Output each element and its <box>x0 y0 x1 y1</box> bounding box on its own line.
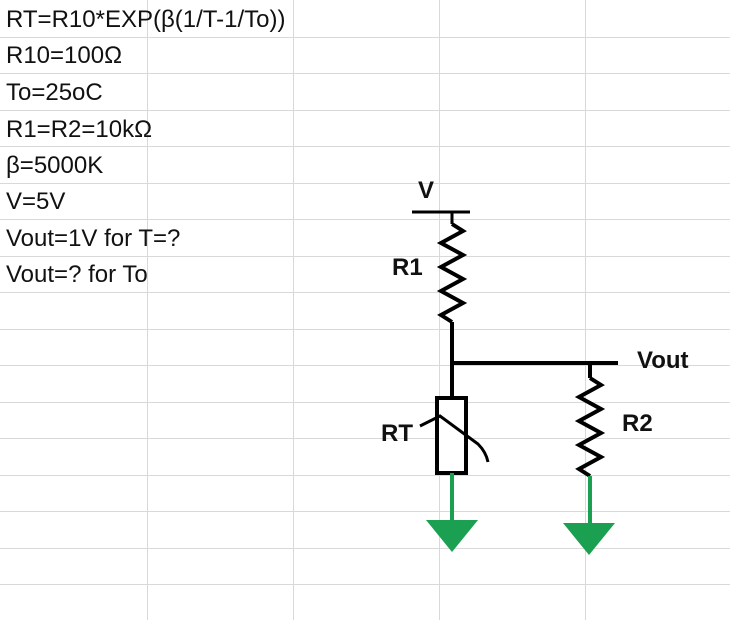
label-supply: V <box>418 177 434 204</box>
ground-icon <box>426 520 478 552</box>
parameter-beta[interactable]: β=5000K <box>6 152 104 179</box>
label-r2: R2 <box>622 410 653 437</box>
parameter-to[interactable]: To=25oC <box>6 79 103 106</box>
label-vout: Vout <box>637 347 689 374</box>
parameter-r1-r2[interactable]: R1=R2=10kΩ <box>6 116 153 143</box>
label-rt: RT <box>381 420 413 447</box>
equation-line[interactable]: RT=R10*EXP(β(1/T-1/To)) <box>6 6 286 33</box>
question-2[interactable]: Vout=? for To <box>6 261 148 288</box>
ground-icon <box>563 523 615 555</box>
parameter-v[interactable]: V=5V <box>6 188 66 215</box>
question-1[interactable]: Vout=1V for T=? <box>6 225 181 252</box>
parameter-r10[interactable]: R10=100Ω <box>6 42 123 69</box>
resistor-r2 <box>574 376 606 478</box>
thermistor-slash <box>419 414 490 463</box>
label-r1: R1 <box>392 254 423 281</box>
thermistor-rt <box>435 396 468 475</box>
resistor-r1 <box>436 222 468 324</box>
